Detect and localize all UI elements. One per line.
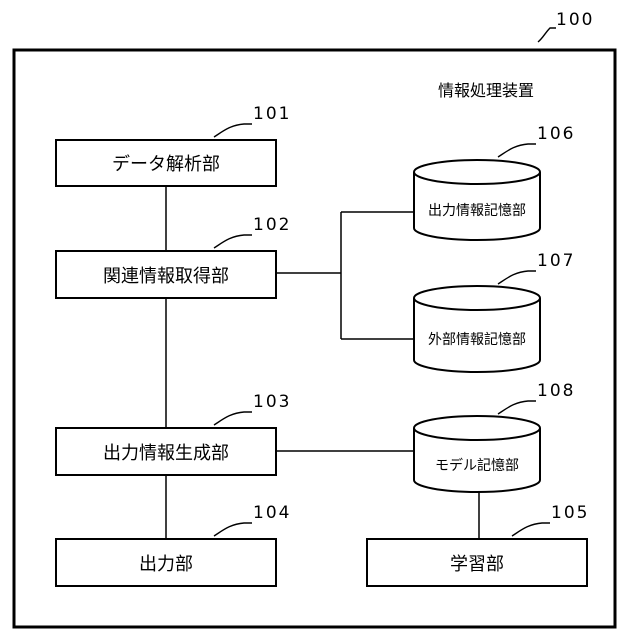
block-label: 出力部 [139, 550, 193, 576]
ref-104: 104 [253, 503, 291, 523]
ref-107: 107 [537, 251, 575, 271]
leader-108 [498, 401, 536, 414]
storage-label-external-info: 外部情報記憶部 [414, 316, 540, 362]
block-data-analysis: データ解析部 [55, 139, 277, 187]
leader-104 [214, 523, 252, 536]
block-related-info-acquisition: 関連情報取得部 [55, 250, 277, 299]
ref-102: 102 [253, 215, 291, 235]
ref-105: 105 [551, 503, 589, 523]
leader-107 [498, 271, 536, 284]
block-output-info-generation: 出力情報生成部 [55, 427, 277, 476]
ref-103: 103 [253, 392, 291, 412]
block-label: 出力情報生成部 [103, 439, 229, 465]
storage-label-model: モデル記憶部 [414, 444, 540, 486]
ref-106: 106 [537, 124, 575, 144]
ref-108: 108 [537, 381, 575, 401]
device-title: 情報処理装置 [438, 77, 534, 101]
leader-105 [512, 523, 550, 536]
block-label: 学習部 [450, 550, 504, 576]
leader-100 [538, 28, 556, 42]
storage-label-output-info: 出力情報記憶部 [414, 188, 540, 232]
ref-101: 101 [253, 104, 291, 124]
block-label: 関連情報取得部 [103, 262, 229, 288]
leader-106 [498, 144, 536, 157]
block-learning: 学習部 [366, 538, 588, 587]
leader-102 [214, 235, 252, 248]
block-label: データ解析部 [112, 150, 220, 176]
ref-100: 100 [556, 10, 594, 30]
block-output: 出力部 [55, 538, 277, 587]
leader-103 [214, 412, 252, 425]
leader-101 [214, 124, 252, 137]
